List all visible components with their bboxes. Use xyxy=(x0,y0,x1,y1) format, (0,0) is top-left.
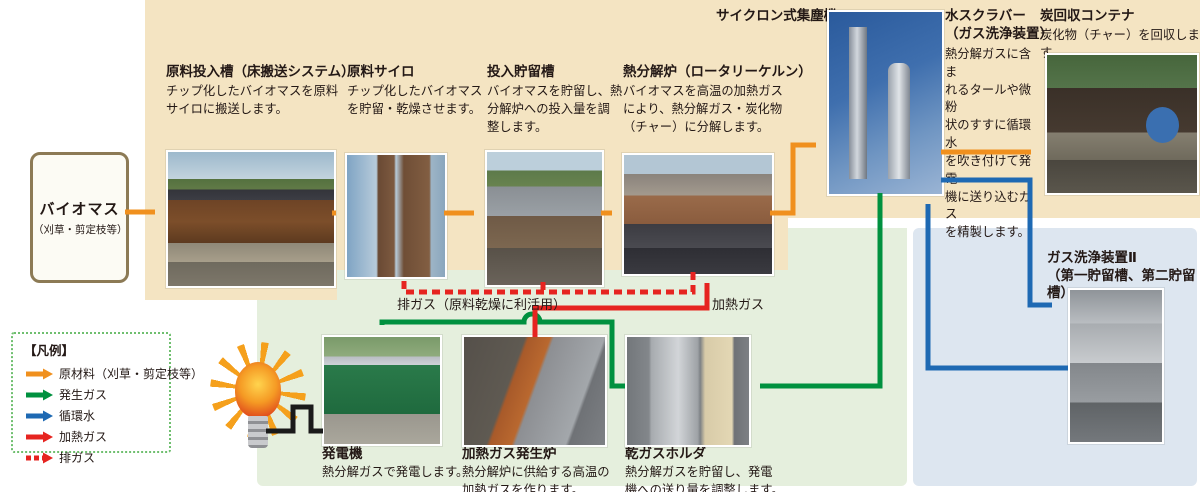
photo-dry-gas-holder xyxy=(625,335,751,447)
label-hot-gas-furnace: 加熱ガス発生炉 xyxy=(462,446,557,462)
photo-cyclone-scrubber xyxy=(827,10,944,196)
desc-feed-tank: チップ化したバイオマスを原料 サイロに搬送します。 xyxy=(166,84,339,116)
desc-raw-silo: チップ化したバイオマス を貯留・乾燥させます。 xyxy=(347,84,483,116)
bulb-glass-icon xyxy=(235,362,281,418)
legend-box: 【凡例】 原材料（刈草・剪定枝等） 発生ガス 循環水 xyxy=(11,332,203,465)
legend-arrow-hot-gas-icon xyxy=(26,431,53,442)
biomass-subtitle: （刈草・剪定枝等） xyxy=(33,224,128,236)
legend-label-material: 原材料（刈草・剪定枝等） xyxy=(59,367,204,381)
legend-label-gas: 発生ガス xyxy=(59,388,108,402)
legend-arrow-water-icon xyxy=(26,410,53,421)
label-raw-silo: 原料サイロ xyxy=(347,64,415,80)
legend-label-water: 循環水 xyxy=(59,409,96,423)
biomass-source-box: バイオマス （刈草・剪定枝等） xyxy=(30,152,129,283)
photo-raw-silo xyxy=(345,153,447,279)
photo-char-container xyxy=(1045,53,1199,195)
desc-water-scrubber: 熱分解ガスに含ま れるタールや微粉 状のすすに循環水 を吹き付けて発電 機に送り… xyxy=(945,47,1032,240)
label-generator: 発電機 xyxy=(322,446,363,462)
panel-green-extension xyxy=(788,228,907,308)
desc-dry-gas-holder: 熱分解ガスを貯留し、発電 機への送り量を調整します。 xyxy=(625,465,784,492)
biomass-title: バイオマス xyxy=(39,200,120,218)
flow-label-hot-gas: 加熱ガス xyxy=(712,298,765,313)
label-water-scrubber: 水スクラバー （ガス洗浄装置） xyxy=(945,8,1053,42)
legend-item-material: 原材料（刈草・剪定枝等） xyxy=(24,363,203,384)
legend-item-exhaust: 排ガス xyxy=(24,447,169,468)
photo-input-storage xyxy=(485,150,604,287)
bulb-base-icon xyxy=(248,416,268,448)
desc-input-storage: バイオマスを貯留し、熱 分解炉への投入量を調 整します。 xyxy=(487,84,623,134)
light-bulb-illustration xyxy=(210,342,310,452)
label-char-container: 炭回収コンテナ xyxy=(1040,8,1135,24)
legend-label-hot-gas: 加熱ガス xyxy=(59,430,108,444)
label-dry-gas-holder: 乾ガスホルダ xyxy=(625,446,706,462)
legend-label-exhaust: 排ガス xyxy=(59,451,96,465)
legend-arrow-exhaust-icon xyxy=(26,452,53,463)
label-cyclone: サイクロン式集塵機 xyxy=(716,8,838,24)
legend-title: 【凡例】 xyxy=(24,343,75,358)
desc-generator: 熱分解ガスで発電します。 xyxy=(322,465,469,479)
flow-label-exhaust: 排ガス（原料乾燥に利活用） xyxy=(397,298,567,313)
photo-feed-tank xyxy=(166,150,336,288)
label-pyrolysis-kiln: 熱分解炉（ロータリーケルン） xyxy=(623,64,812,80)
label-input-storage: 投入貯留槽 xyxy=(487,64,555,80)
legend-item-gas: 発生ガス xyxy=(24,384,169,405)
legend-item-hot-gas: 加熱ガス xyxy=(24,426,169,447)
photo-hot-gas-furnace xyxy=(462,335,607,447)
photo-generator xyxy=(322,335,442,446)
photo-gas-washer-2 xyxy=(1068,288,1164,444)
legend-item-water: 循環水 xyxy=(24,405,169,426)
legend-arrow-material-icon xyxy=(26,368,53,379)
legend-arrow-gas-icon xyxy=(26,389,53,400)
desc-hot-gas-furnace: 熱分解炉に供給する高温の 加熱ガスを作ります。 xyxy=(462,465,610,492)
photo-pyrolysis-kiln xyxy=(622,153,774,276)
label-feed-tank: 原料投入槽（床搬送システム） xyxy=(166,64,355,80)
desc-pyrolysis-kiln: バイオマスを高温の加熱ガス により、熱分解ガス・炭化物 （チャー）に分解します。 xyxy=(623,84,783,134)
